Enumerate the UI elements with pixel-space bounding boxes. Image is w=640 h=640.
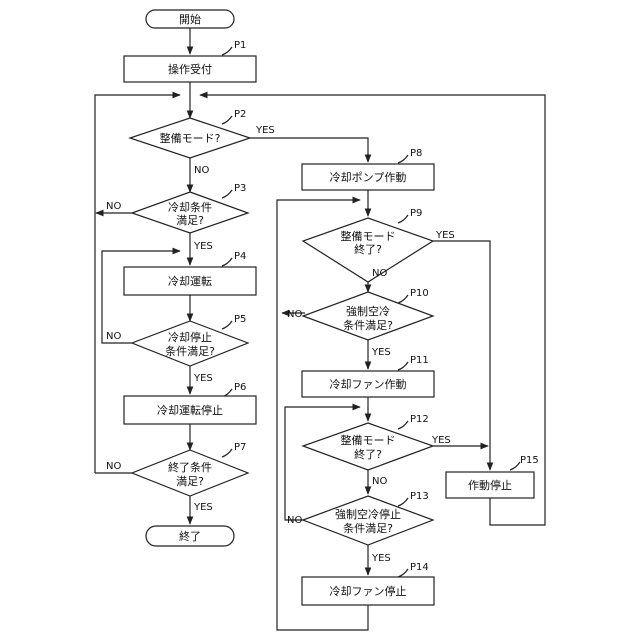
p7-no-label: NO bbox=[106, 461, 121, 472]
p8-tag: P8 bbox=[410, 148, 422, 159]
p4-tag: P4 bbox=[234, 251, 246, 262]
p14-tag: P14 bbox=[410, 562, 429, 573]
p12-no-label: NO bbox=[372, 476, 387, 487]
p3-tag: P3 bbox=[234, 183, 246, 194]
p5-no-label: NO bbox=[106, 331, 121, 342]
p9-no-label: NO bbox=[372, 268, 387, 279]
p10-yes-label: YES bbox=[371, 347, 391, 358]
p11-tag: P11 bbox=[410, 355, 429, 366]
p3-no-label: NO bbox=[106, 201, 121, 212]
p13-label-line1: 強制空冷停止 bbox=[335, 507, 401, 521]
p1-label: 操作受付 bbox=[168, 62, 212, 76]
p10-label-line1: 強制空冷 bbox=[346, 304, 390, 318]
p10-label-line2: 条件満足? bbox=[343, 318, 393, 332]
p5-tag: P5 bbox=[234, 314, 246, 325]
p2-tag: P2 bbox=[234, 109, 246, 120]
start-label: 開始 bbox=[179, 12, 201, 26]
p6-label: 冷却運転停止 bbox=[157, 403, 223, 417]
p2-no-label: NO bbox=[194, 165, 209, 176]
p11-label: 冷却ファン作動 bbox=[330, 377, 407, 391]
p2-label: 整備モード? bbox=[160, 131, 221, 145]
p2-yes-label: YES bbox=[255, 125, 275, 136]
p5-label-line2: 条件満足? bbox=[165, 344, 215, 358]
p9-label-line1: 整備モード bbox=[341, 229, 396, 243]
p13-label-line2: 条件満足? bbox=[343, 521, 393, 535]
p9-decision: 整備モード 終了? P9 bbox=[303, 208, 433, 282]
start-terminal: 開始 bbox=[146, 10, 234, 28]
p10-tag: P10 bbox=[410, 288, 429, 299]
p13-no-label: NO bbox=[287, 515, 302, 526]
p15-tag: P15 bbox=[520, 455, 539, 466]
p13-yes-label: YES bbox=[371, 553, 391, 564]
p9-label-line2: 終了? bbox=[354, 242, 382, 256]
p10-no-label: NO bbox=[287, 309, 302, 320]
p12-label-line2: 終了? bbox=[354, 447, 382, 461]
p7-yes-label: YES bbox=[193, 502, 213, 513]
p8-label: 冷却ポンプ作動 bbox=[330, 170, 407, 184]
p7-label-line1: 終了条件 bbox=[168, 460, 212, 474]
p12-yes-label: YES bbox=[431, 435, 451, 446]
p4-label: 冷却運転 bbox=[168, 275, 212, 288]
p5-label-line1: 冷却停止 bbox=[168, 330, 212, 344]
p6-tag: P6 bbox=[234, 382, 246, 393]
p5-decision: 冷却停止 条件満足? P5 bbox=[132, 314, 248, 366]
end-terminal: 終了 bbox=[146, 526, 234, 546]
p15-label: 作動停止 bbox=[468, 478, 512, 492]
p3-label-line2: 満足? bbox=[176, 214, 204, 227]
p7-label-line2: 満足? bbox=[176, 475, 204, 488]
p13-tag: P13 bbox=[410, 491, 429, 502]
p3-label-line1: 冷却条件 bbox=[168, 200, 212, 214]
p5-yes-label: YES bbox=[193, 373, 213, 384]
p10-decision: 強制空冷 条件満足? P10 bbox=[303, 288, 433, 340]
p3-yes-label: YES bbox=[193, 241, 213, 252]
p7-tag: P7 bbox=[234, 442, 246, 453]
p12-decision: 整備モード 終了? P12 bbox=[303, 414, 433, 470]
p12-label-line1: 整備モード bbox=[341, 433, 396, 447]
arrow-p2-yes bbox=[250, 138, 368, 162]
p9-yes-label: YES bbox=[435, 230, 455, 241]
p1-tag: P1 bbox=[234, 40, 246, 51]
p15-process: 作動停止 P15 bbox=[446, 455, 539, 498]
p13-decision: 強制空冷停止 条件満足? P13 bbox=[303, 491, 433, 545]
p14-label: 冷却ファン停止 bbox=[330, 584, 407, 598]
end-label: 終了 bbox=[179, 529, 201, 543]
p9-tag: P9 bbox=[410, 208, 422, 219]
p12-tag: P12 bbox=[410, 414, 429, 425]
